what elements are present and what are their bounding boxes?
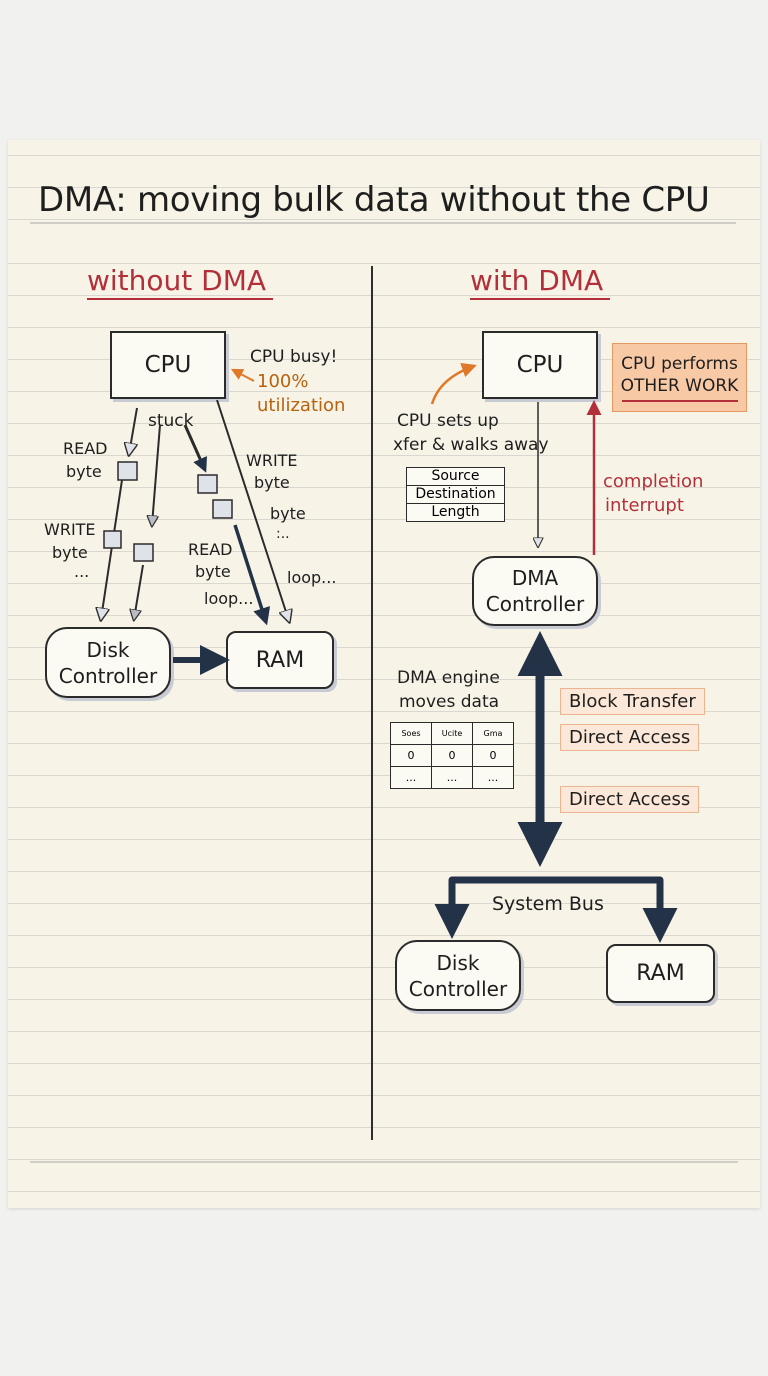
cpu-to-byte-arrow xyxy=(183,424,207,473)
stuck-arrow xyxy=(152,424,161,525)
write-label-2: WRITE xyxy=(246,451,298,470)
cpu-busy-note: CPU busy! xyxy=(250,347,338,367)
write-label-1: WRITE xyxy=(44,520,96,539)
byte-label-right: byte xyxy=(270,504,306,523)
disk-controller-box-right: Disk Controller xyxy=(395,940,521,1011)
page-title: DMA: moving bulk data without the CPU xyxy=(38,180,710,220)
tag-direct-access-1: Direct Access xyxy=(560,724,700,751)
disk-label-left: Disk xyxy=(86,637,130,662)
controller-label-left: Controller xyxy=(58,663,158,688)
system-bus-label: System Bus xyxy=(492,893,604,915)
completion-label: completion xyxy=(603,471,704,492)
register-destination: Destination xyxy=(406,485,505,504)
byte-square xyxy=(212,499,233,519)
heading-without-dma: without DMA xyxy=(87,264,267,297)
byte-square xyxy=(117,461,138,481)
byte-square xyxy=(133,543,154,562)
byte-to-ram-arrow xyxy=(233,524,271,626)
grid-cell: ... xyxy=(431,766,473,789)
column-divider xyxy=(371,266,373,1140)
utilization-percent: 100% xyxy=(257,371,309,392)
tag-direct-access-2: Direct Access xyxy=(560,786,700,813)
system-bus-bracket xyxy=(448,876,664,914)
loop-label-1: loop... xyxy=(204,589,254,608)
moves-data-label: moves data xyxy=(399,692,500,712)
setup-label: CPU sets up xyxy=(397,411,499,431)
ram-box-left: RAM xyxy=(226,631,334,689)
dma-register-table: Source Destination Length xyxy=(406,467,505,522)
read-label-1: READ xyxy=(63,439,108,458)
grid-row: ... ... ... xyxy=(390,766,514,789)
tag-block-transfer: Block Transfer xyxy=(560,688,705,715)
dma-controller-label: Controller xyxy=(485,592,585,616)
dma-label: DMA xyxy=(511,566,559,590)
paper-sheet xyxy=(8,140,760,1208)
read-byte-label-1: byte xyxy=(66,462,102,481)
dma-controller-box: DMA Controller xyxy=(472,556,598,626)
grid-row: 0 0 0 xyxy=(390,744,514,767)
cpu-box-right: CPU xyxy=(482,331,598,399)
grid-cell: 0 xyxy=(472,744,514,767)
read-byte-label-2: byte xyxy=(195,562,231,581)
data-grid: Soes Ucite Gma 0 0 0 ... ... ... xyxy=(390,722,514,789)
engine-label: DMA engine xyxy=(397,668,500,688)
byte-square xyxy=(103,530,122,549)
heading-underline-left xyxy=(87,298,273,300)
right-ellipsis: :.. xyxy=(276,526,290,542)
register-length: Length xyxy=(406,503,505,522)
ram-label-left: RAM xyxy=(255,647,305,673)
disk-controller-box-left: Disk Controller xyxy=(45,627,171,698)
write-byte-label-2: byte xyxy=(254,473,290,492)
left-ellipsis: ... xyxy=(74,562,90,581)
utilization-label: utilization xyxy=(257,395,346,416)
setup-arrow xyxy=(430,362,477,405)
other-work-line-1: CPU performs xyxy=(621,354,738,374)
footer-rule xyxy=(30,1161,738,1163)
write-to-disk-arrow xyxy=(134,564,144,619)
write-byte-label-1: byte xyxy=(52,543,88,562)
heading-underline-right xyxy=(470,298,610,300)
title-rule xyxy=(30,222,736,224)
read-label-2: READ xyxy=(188,540,233,559)
loop-label-2: loop... xyxy=(287,568,337,587)
ram-label-right: RAM xyxy=(636,961,685,986)
grid-header-row: Soes Ucite Gma xyxy=(390,722,514,745)
other-work-underline xyxy=(622,400,738,402)
busy-pointer-arrow xyxy=(230,368,255,382)
walks-away-label: xfer & walks away xyxy=(393,435,549,455)
interrupt-label: interrupt xyxy=(605,495,684,516)
disk-label-right: Disk xyxy=(436,950,480,975)
register-row: Destination xyxy=(406,485,505,504)
heading-with-dma: with DMA xyxy=(470,264,604,297)
cpu-box-left: CPU xyxy=(110,331,226,399)
read-to-disk-arrow xyxy=(101,479,123,619)
byte-square xyxy=(197,474,218,494)
cpu-to-read-arrow xyxy=(129,407,138,454)
controller-label-right: Controller xyxy=(408,976,508,1001)
cpu-label-right: CPU xyxy=(516,352,564,378)
cpu-to-ram-arrow xyxy=(216,399,289,621)
register-row: Length xyxy=(406,503,505,522)
grid-cell: ... xyxy=(472,766,514,789)
cpu-label-left: CPU xyxy=(144,352,192,378)
other-work-line-2: OTHER WORK xyxy=(620,376,739,397)
ram-box-right: RAM xyxy=(606,944,715,1003)
